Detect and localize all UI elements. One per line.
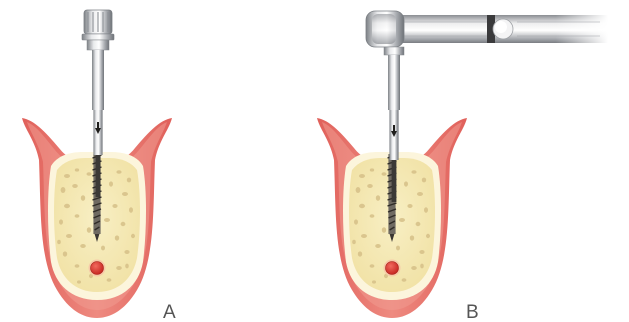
- panel-label-b: B: [466, 302, 479, 322]
- panel-label-a: A: [163, 302, 176, 322]
- panel-b: B: [317, 11, 608, 322]
- panel-a: A: [22, 10, 176, 322]
